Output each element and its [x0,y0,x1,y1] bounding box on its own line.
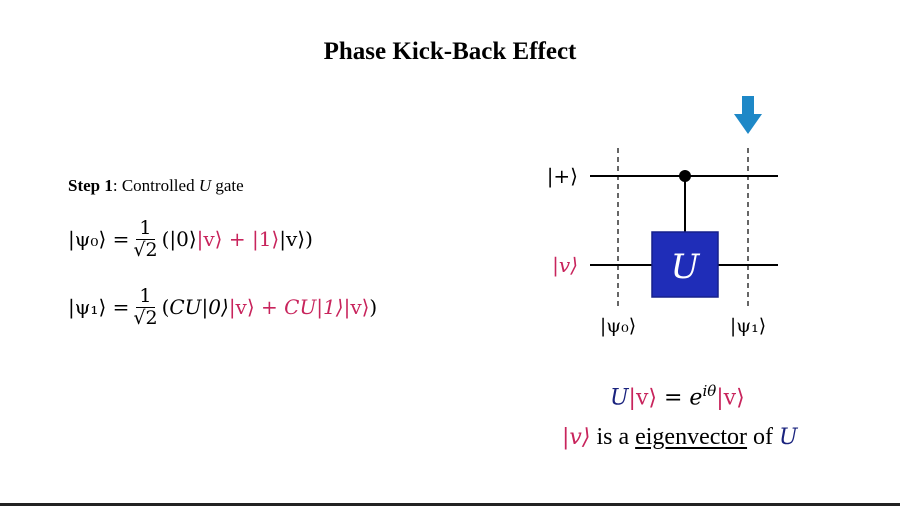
eq1-numerator: 1 [136,218,155,240]
equation-psi1: |ψ₁⟩ = 1 √2 (CU|0⟩|v⟩ + CU|1⟩|v⟩) [68,286,377,329]
relation-exp-power: iθ [702,382,717,400]
relation-exp-base: e [689,385,703,411]
eq1-term2a: |1⟩ [251,227,280,252]
u-gate-label: U [671,247,701,287]
eq1-term2b: |v⟩ [279,227,306,252]
down-arrow-icon [734,96,762,134]
psi0-label: |ψ₀⟩ [600,315,636,337]
eq1-denominator: √2 [133,238,158,261]
eq1-term1a: |0⟩ [169,227,197,252]
eigen-u: U [779,425,798,450]
eq1-open: ( [161,227,170,252]
relation-u: U [610,385,629,411]
eq2-term1a: CU|0⟩ [169,295,229,320]
eq2-term1b: |v⟩ [228,295,255,320]
eq2-term2b: |v⟩ [343,295,370,320]
relation-rhs-v: |v⟩ [716,385,745,411]
step-heading: Step 1: Controlled U gate [68,176,244,196]
quantum-circuit: U |+⟩ |v⟩ |ψ₀⟩ |ψ₁⟩ [547,96,778,337]
eigen-text2: of [747,424,780,450]
eq2-numerator: 1 [136,286,155,308]
eq2-close: ) [369,295,378,320]
step-separator: : Controlled [112,176,199,195]
eigenvector-statement: |v⟩ is a eigenvector of U [562,424,798,451]
eq1-close: ) [305,227,313,252]
top-qubit-label: |+⟩ [547,164,578,189]
eq1-lhs: |ψ₀⟩ = [68,227,130,252]
step-suffix: gate [211,176,244,195]
eigen-v: |v⟩ [562,425,591,450]
eq2-fraction: 1 √2 [133,286,157,329]
eigenvalue-relation: U|v⟩ = eiθ|v⟩ [610,382,745,410]
step-gate-symbol: U [198,176,212,195]
step-label: Step 1 [68,176,113,195]
eq2-open: ( [161,295,170,320]
eq2-term2a: CU|1⟩ [284,295,344,320]
bottom-qubit-label: |v⟩ [552,253,578,278]
psi1-label: |ψ₁⟩ [730,315,766,337]
slide-bottom-border [0,503,900,506]
eq1-fraction: 1 √2 [133,218,157,261]
eigen-text1: is a [590,424,636,450]
eigen-word: eigenvector [635,424,748,450]
eq1-term1b: |v⟩ [196,227,223,252]
relation-v: |v⟩ [628,385,657,411]
eq1-plus: + [222,227,252,252]
equation-psi0: |ψ₀⟩ = 1 √2 (|0⟩|v⟩ + |1⟩|v⟩) [68,218,313,261]
eq2-plus: + [254,295,285,320]
eq2-lhs: |ψ₁⟩ = [68,295,130,320]
slide-title: Phase Kick-Back Effect [323,38,577,65]
eq2-denominator: √2 [133,306,158,329]
u-gate [651,231,719,298]
relation-equals: = [656,385,690,411]
